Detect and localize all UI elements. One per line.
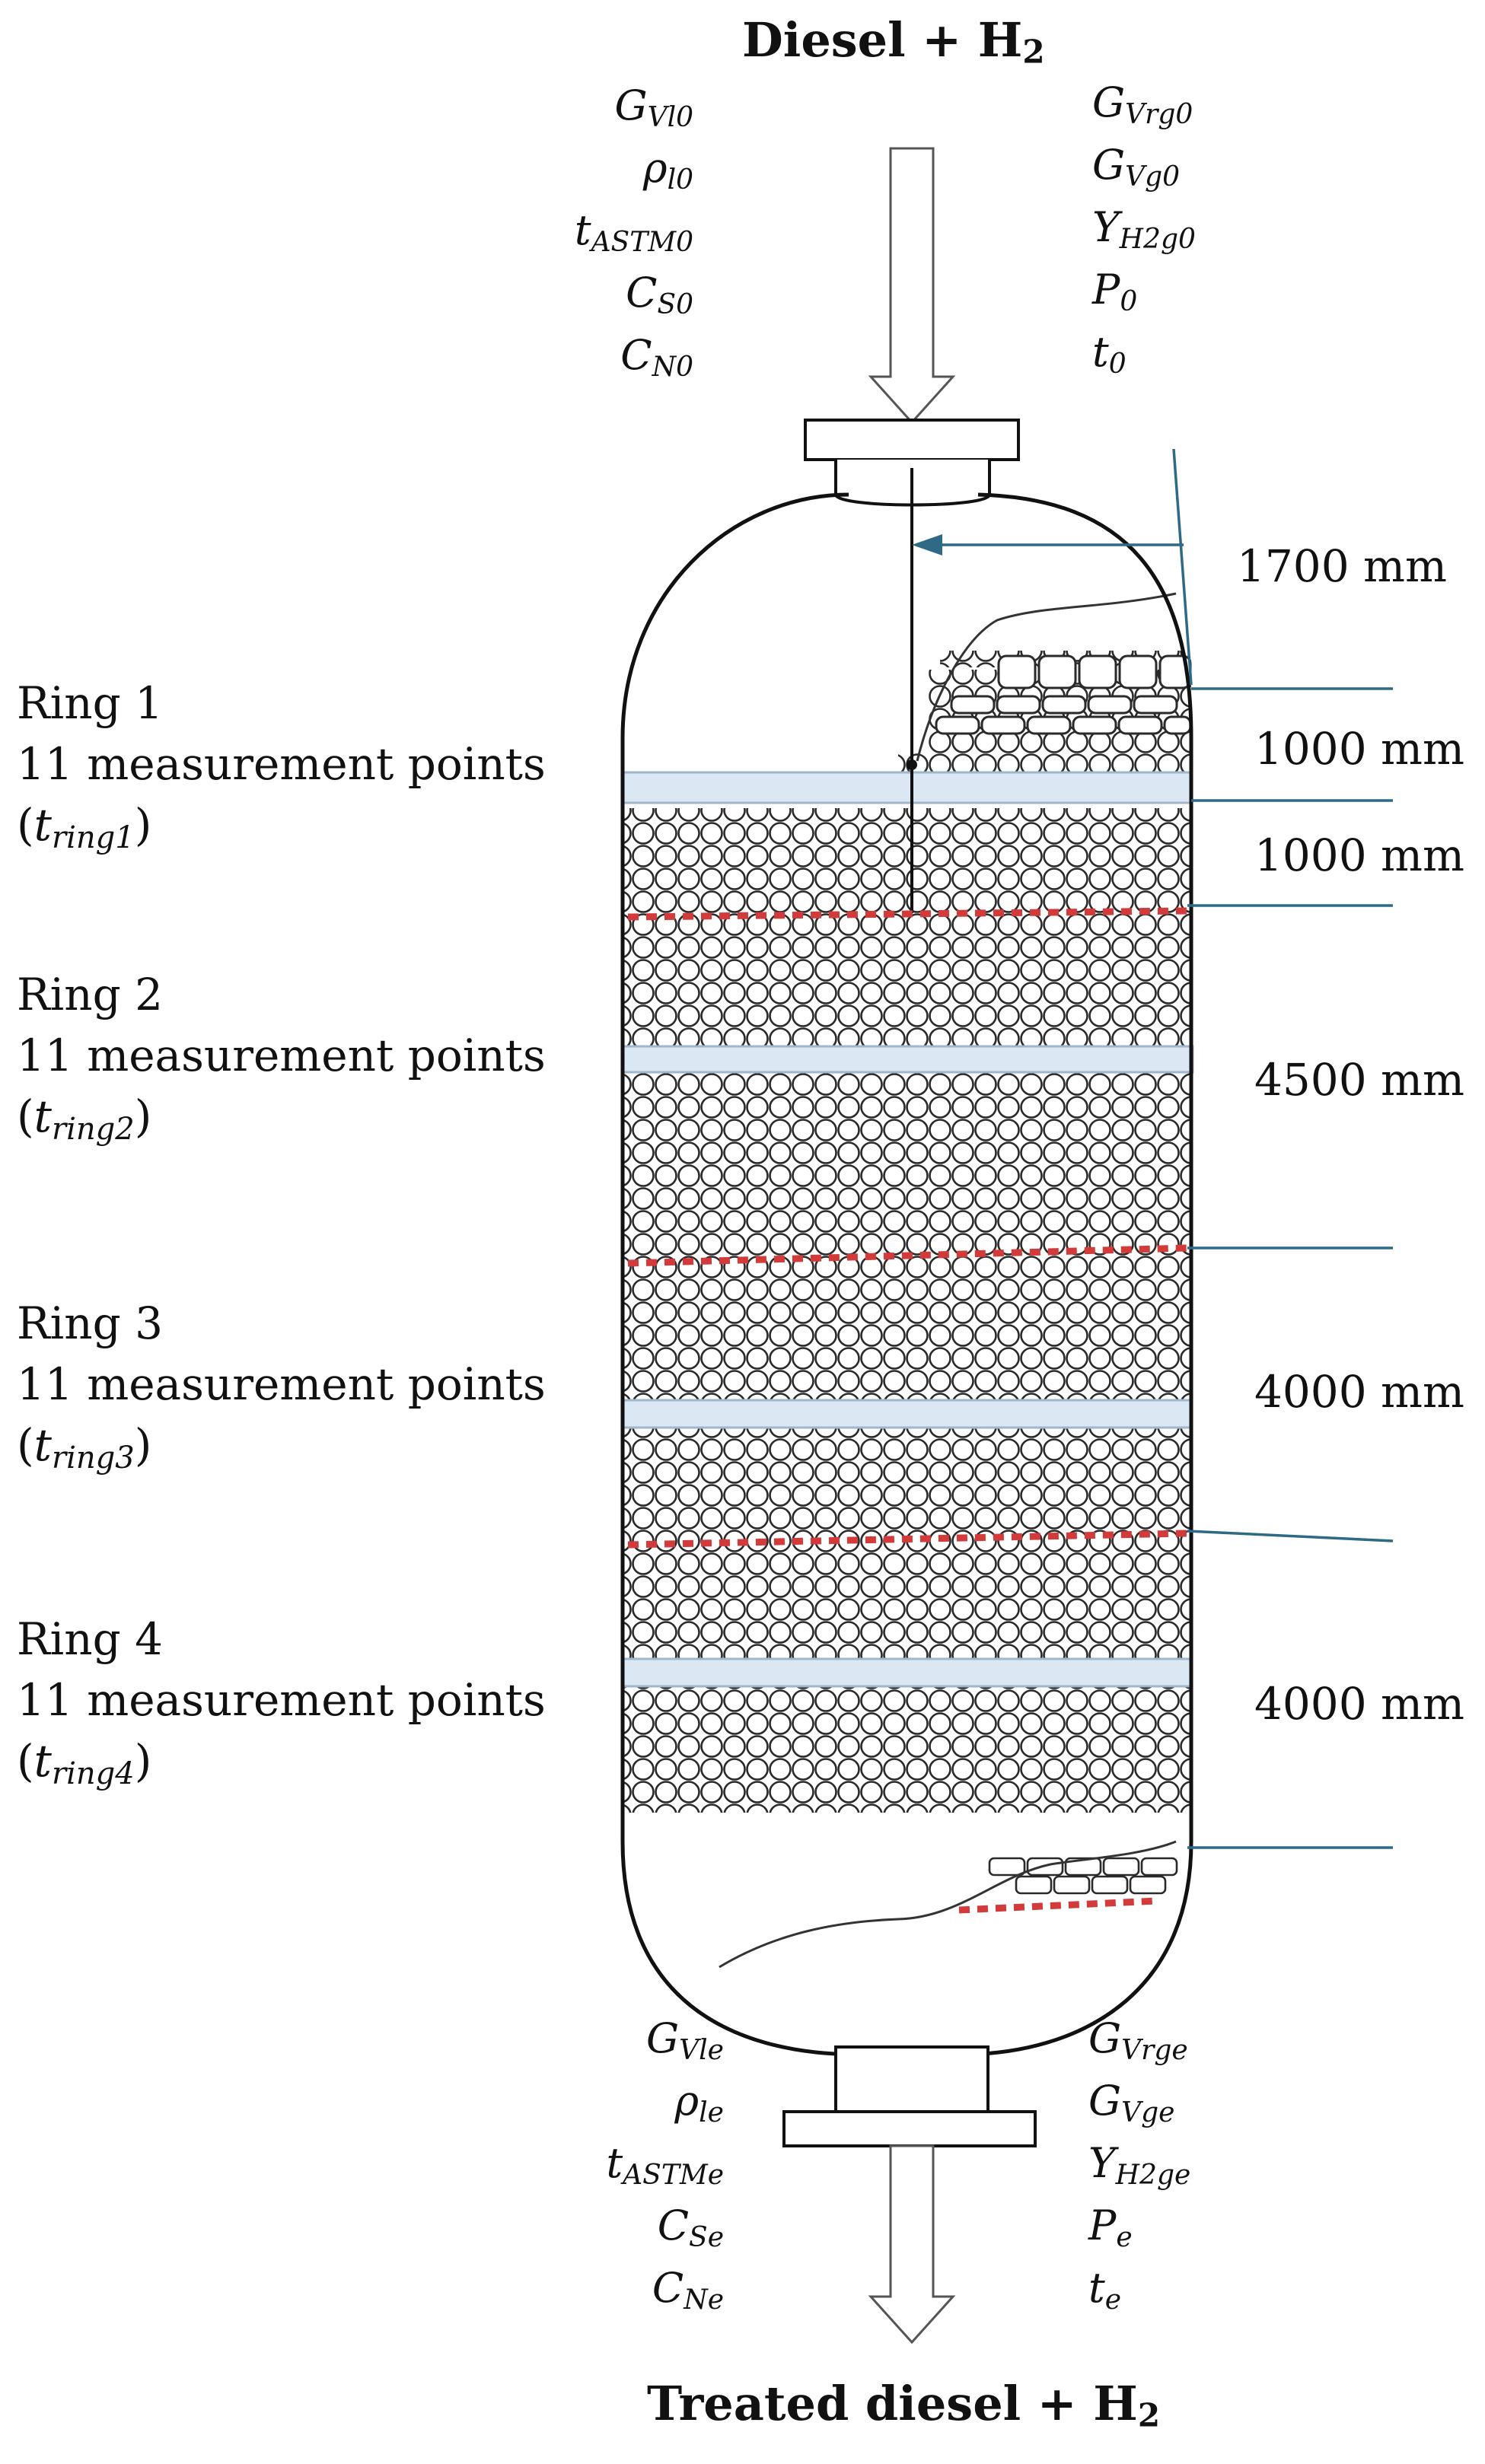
thermocouple-rings: [627, 907, 1188, 1914]
inlet-var: ΥH2g0: [1092, 203, 1196, 255]
ring-temp: (tring4): [17, 1735, 152, 1791]
inlet-var: CN0: [620, 331, 693, 383]
inlet-var: ρl0: [642, 144, 693, 196]
ring-label-2: Ring 2 11 measurement points (tring2): [17, 973, 546, 1144]
ring-points: 11 measurement points: [17, 1674, 546, 1726]
ring-name: Ring 4: [17, 1613, 164, 1665]
tray-plates: [621, 771, 1194, 1688]
dimension-label: 1700 mm: [1237, 540, 1448, 592]
dimension-label: 4000 mm: [1254, 1678, 1465, 1730]
ring-name: Ring 3: [17, 1297, 164, 1349]
dimension-label: 4000 mm: [1254, 1366, 1465, 1418]
outlet-var: CNe: [652, 2264, 724, 2316]
ring-label-1: Ring 1 11 measurement points (tring1): [17, 681, 546, 853]
outlet-var: ρle: [674, 2077, 724, 2128]
ring-points: 11 measurement points: [17, 738, 546, 790]
outlet-var: GVge: [1088, 2077, 1175, 2128]
inlet-var: P0: [1092, 266, 1138, 317]
inlet-var: GVg0: [1092, 141, 1181, 193]
inlet-var: GVl0: [614, 81, 693, 133]
outlet-var: te: [1088, 2264, 1122, 2316]
dimension-lines: [936, 448, 1394, 1849]
ring-name: Ring 1: [17, 677, 164, 729]
outlet-var: Pe: [1088, 2201, 1133, 2253]
ring-label-4: Ring 4 11 measurement points (tring4): [17, 1617, 546, 1789]
bed-profile-bottom: [719, 1840, 1177, 1969]
ring-temp: (tring3): [17, 1419, 152, 1476]
ring-label-3: Ring 3 11 measurement points (tring3): [17, 1301, 546, 1473]
ring-temp: (tring1): [17, 799, 152, 855]
ring-name: Ring 2: [17, 969, 164, 1020]
inlet-var: GVrg0: [1092, 78, 1193, 130]
dimension-label: 1000 mm: [1254, 723, 1465, 775]
inlet-arrow: [868, 147, 956, 425]
outlet-var: GVle: [646, 2014, 724, 2066]
inlet-var: t0: [1092, 328, 1126, 380]
outlet-arrow: [868, 2144, 956, 2345]
ring-temp: (tring2): [17, 1090, 152, 1147]
outlet-nozzle: [782, 2045, 1037, 2147]
outlet-title: Treated diesel + H2: [647, 2376, 1161, 2434]
ring-points: 11 measurement points: [17, 1030, 546, 1081]
inlet-var: tASTM0: [574, 206, 693, 258]
inlet-var: CS0: [626, 269, 693, 320]
dimension-label: 1000 mm: [1254, 829, 1465, 881]
outlet-var: tASTMe: [606, 2139, 724, 2191]
vessel-shell: [620, 492, 1193, 2057]
outlet-var: GVrge: [1088, 2014, 1188, 2066]
outlet-var: CSe: [657, 2201, 724, 2253]
ring-points: 11 measurement points: [17, 1358, 546, 1410]
inlet-title: Diesel + H2: [742, 12, 1045, 71]
dimension-label: 4500 mm: [1254, 1054, 1465, 1106]
bed-profile-top: [916, 592, 1177, 762]
dimension-arrowhead: [912, 534, 942, 556]
outlet-var: ΥH2ge: [1088, 2139, 1191, 2191]
catalyst-bed: [623, 651, 1192, 1895]
